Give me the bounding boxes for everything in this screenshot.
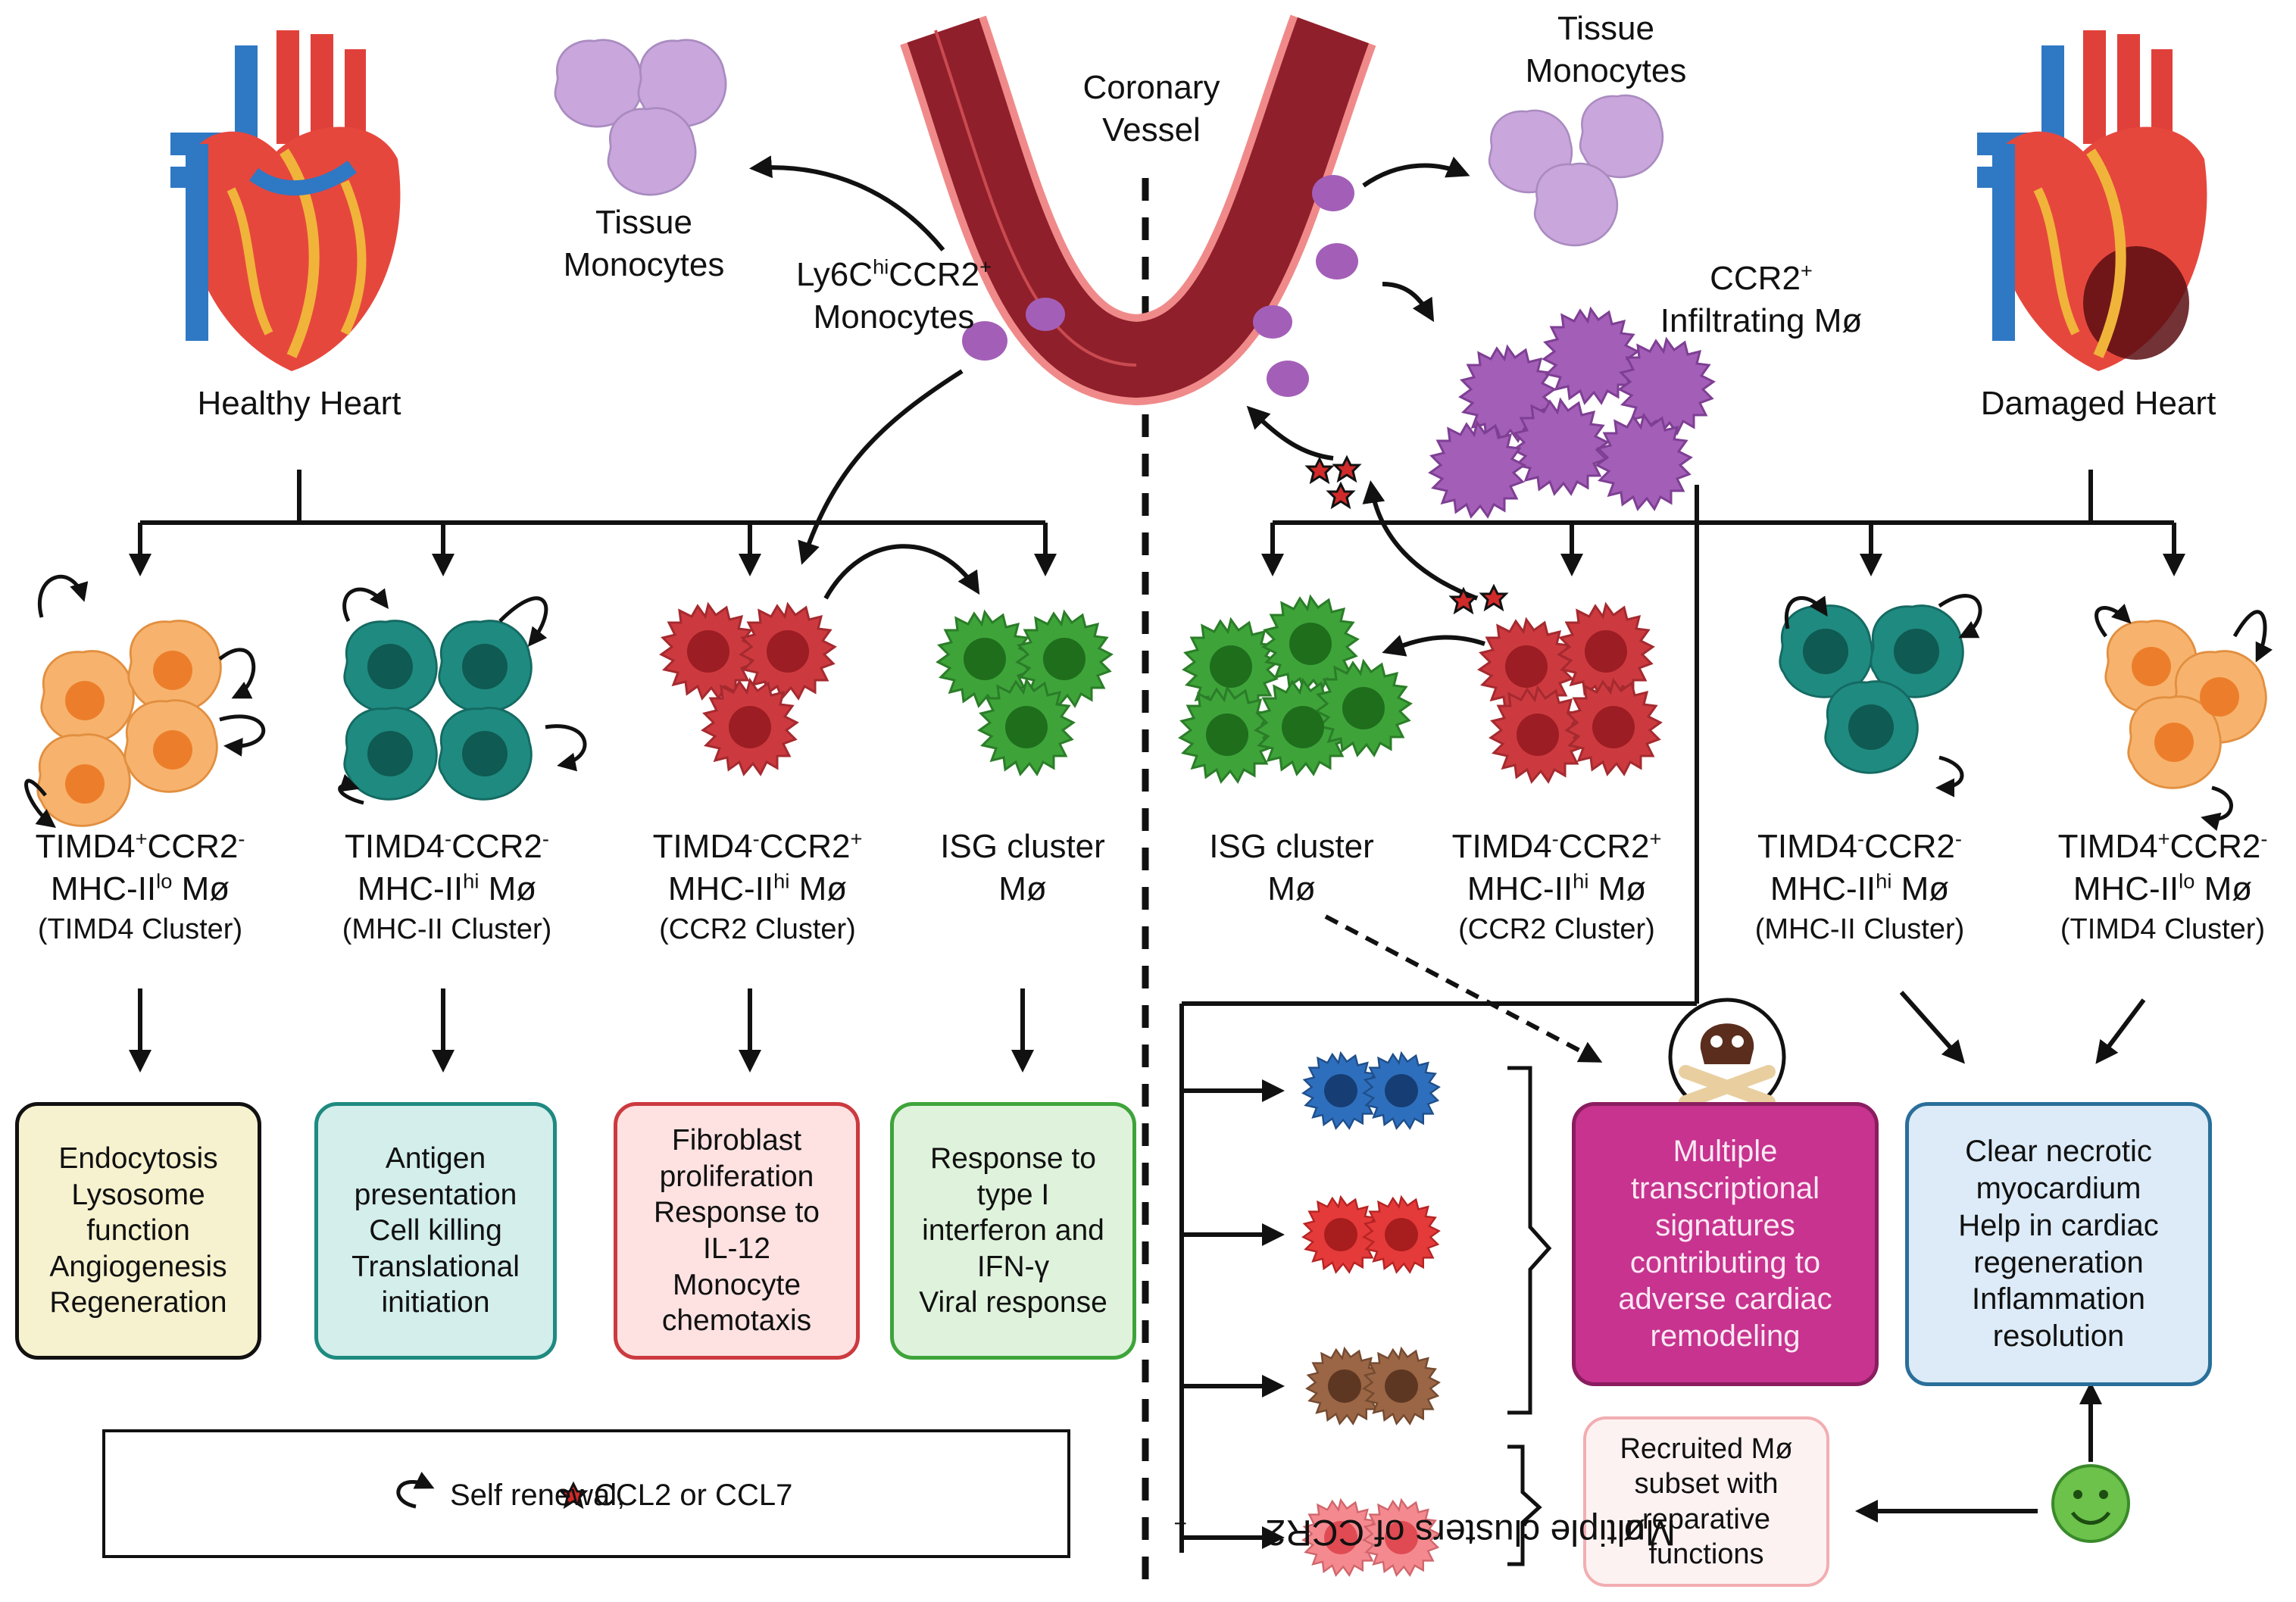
right-tree bbox=[1179, 156, 2185, 1553]
skull-icon bbox=[1668, 998, 1786, 1116]
cells-ccr2-left bbox=[660, 603, 836, 776]
legend-ccl: CCL2 or CCL7 bbox=[594, 1479, 793, 1512]
cells-timd4-right bbox=[2104, 620, 2267, 789]
coronary-vessel bbox=[900, 14, 1376, 406]
cells-isg-left bbox=[936, 611, 1113, 776]
cells-ccr2-right bbox=[1478, 603, 1662, 783]
cluster-label-timd4-left: TIMD4+CCR2- MHC-IIlo Mø (TIMD4 Cluster) bbox=[35, 826, 245, 945]
cluster-label-ccr2-left: TIMD4-CCR2+ MHC-IIhi Mø (CCR2 Cluster) bbox=[652, 826, 863, 945]
cluster-red-cells bbox=[1302, 1196, 1440, 1273]
left-tree bbox=[129, 155, 1057, 1073]
damaged-heart-illustration bbox=[1977, 30, 2207, 371]
cluster-label-ccr2-right: TIMD4-CCR2+ MHC-IIhi Mø (CCR2 Cluster) bbox=[1451, 826, 1662, 945]
cluster-brown-cells bbox=[1306, 1347, 1440, 1425]
brace-small bbox=[1507, 1444, 1542, 1566]
monocytes-leaving-right bbox=[1253, 175, 1358, 397]
ccl-star-icons bbox=[1304, 454, 1509, 615]
self-renewal-icon bbox=[396, 1471, 435, 1509]
cells-mhc-left bbox=[343, 620, 533, 801]
monocytes-leaving-left bbox=[962, 298, 1065, 361]
cells-timd4-left bbox=[36, 620, 222, 827]
brace-large bbox=[1507, 1066, 1552, 1415]
legend-self-renewal: Self renewal, bbox=[450, 1479, 626, 1512]
self-renewal-arrows bbox=[24, 574, 2273, 831]
smiley-icon bbox=[2051, 1464, 2130, 1543]
healthy-heart-label: Healthy Heart bbox=[197, 385, 401, 422]
tissue-monocytes-left-cells bbox=[554, 39, 727, 196]
tissue-monocytes-right-cells bbox=[1488, 94, 1664, 247]
cluster-blue-cells bbox=[1302, 1052, 1440, 1129]
cluster-label-mhc-left: TIMD4-CCR2- MHC-IIhi Mø (MHC-II Cluster) bbox=[342, 826, 552, 945]
damaged-heart-label: Damaged Heart bbox=[1980, 385, 2216, 422]
ccl-star-icon bbox=[558, 1481, 589, 1510]
healthy-heart-illustration bbox=[170, 30, 401, 371]
cluster-label-timd4-right: TIMD4+CCR2- MHC-IIlo Mø (TIMD4 Cluster) bbox=[2057, 826, 2268, 945]
legend-graphics bbox=[396, 1471, 589, 1510]
ly6c-monocytes-label: Ly6ChiCCR2+ Monocytes bbox=[795, 255, 992, 336]
cells-isg-right bbox=[1179, 595, 1412, 783]
legend: Self renewal, CCL2 or CCL7 bbox=[102, 1429, 1070, 1558]
ccr2-infiltrating-label: CCR2+ Infiltrating Mø bbox=[1660, 258, 1863, 340]
cluster-label-mhc-right: TIMD4-CCR2- MHC-IIhi Mø (MHC-II Cluster) bbox=[1754, 826, 1965, 945]
